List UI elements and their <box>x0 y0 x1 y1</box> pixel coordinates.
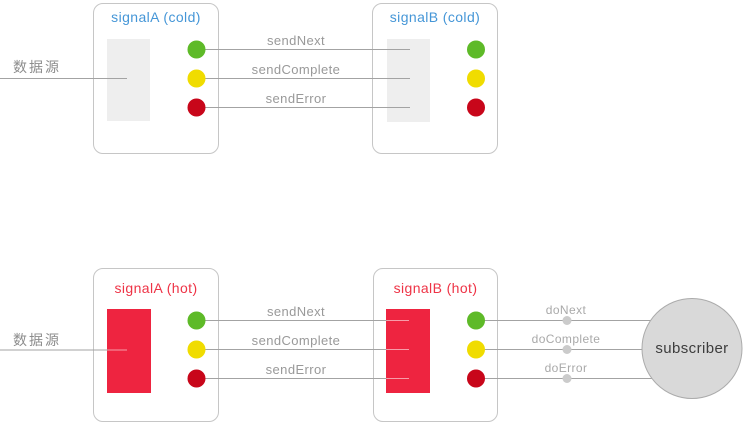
signal-b-hot-next-dot-icon <box>467 311 485 330</box>
do-error-tap-dot-icon <box>562 374 572 383</box>
signal-a-cold-buffer-rect <box>107 39 150 121</box>
do-next-tap-dot-icon <box>562 316 572 325</box>
signal-a-hot-complete-dot-icon <box>187 340 206 359</box>
signal-a-hot-error-dot-icon <box>187 369 206 388</box>
signal-b-cold-title: signalB (cold) <box>389 9 481 25</box>
do-complete-tap-dot-icon <box>562 345 572 354</box>
signal-b-cold-buffer-rect <box>387 39 430 122</box>
bottom-data-source-label: 数据源 <box>13 332 61 348</box>
bottom-send-error-label: sendError <box>265 362 327 377</box>
signal-a-hot-buffer-rect <box>107 309 151 393</box>
signal-a-hot-title: signalA (hot) <box>114 280 198 296</box>
signal-b-hot-complete-dot-icon <box>467 340 485 359</box>
top-send-next-label: sendNext <box>266 33 326 48</box>
do-error-label: doError <box>544 361 588 375</box>
signal-a-cold-next-dot-icon <box>187 40 206 59</box>
signal-b-cold-next-dot-icon <box>467 40 485 59</box>
signal-b-hot-error-dot-icon <box>467 369 485 388</box>
signal-a-cold-title: signalA (cold) <box>111 9 201 25</box>
do-next-label: doNext <box>545 303 587 317</box>
signal-b-hot-title: signalB (hot) <box>393 280 478 296</box>
signal-b-cold-complete-dot-icon <box>467 69 485 88</box>
signal-a-cold-complete-dot-icon <box>187 69 206 88</box>
subscriber-label: subscriber <box>655 340 729 357</box>
signal-a-hot-next-dot-icon <box>187 311 206 330</box>
top-send-complete-label: sendComplete <box>251 62 341 77</box>
top-send-error-label: sendError <box>265 91 327 106</box>
top-data-source-label: 数据源 <box>13 59 61 75</box>
signal-b-cold-error-dot-icon <box>467 98 485 117</box>
do-complete-label: doComplete <box>531 332 601 346</box>
bottom-send-complete-label: sendComplete <box>251 333 341 348</box>
subscriber-circle <box>641 298 743 399</box>
bottom-send-next-label: sendNext <box>266 304 326 319</box>
signal-a-cold-error-dot-icon <box>187 98 206 117</box>
